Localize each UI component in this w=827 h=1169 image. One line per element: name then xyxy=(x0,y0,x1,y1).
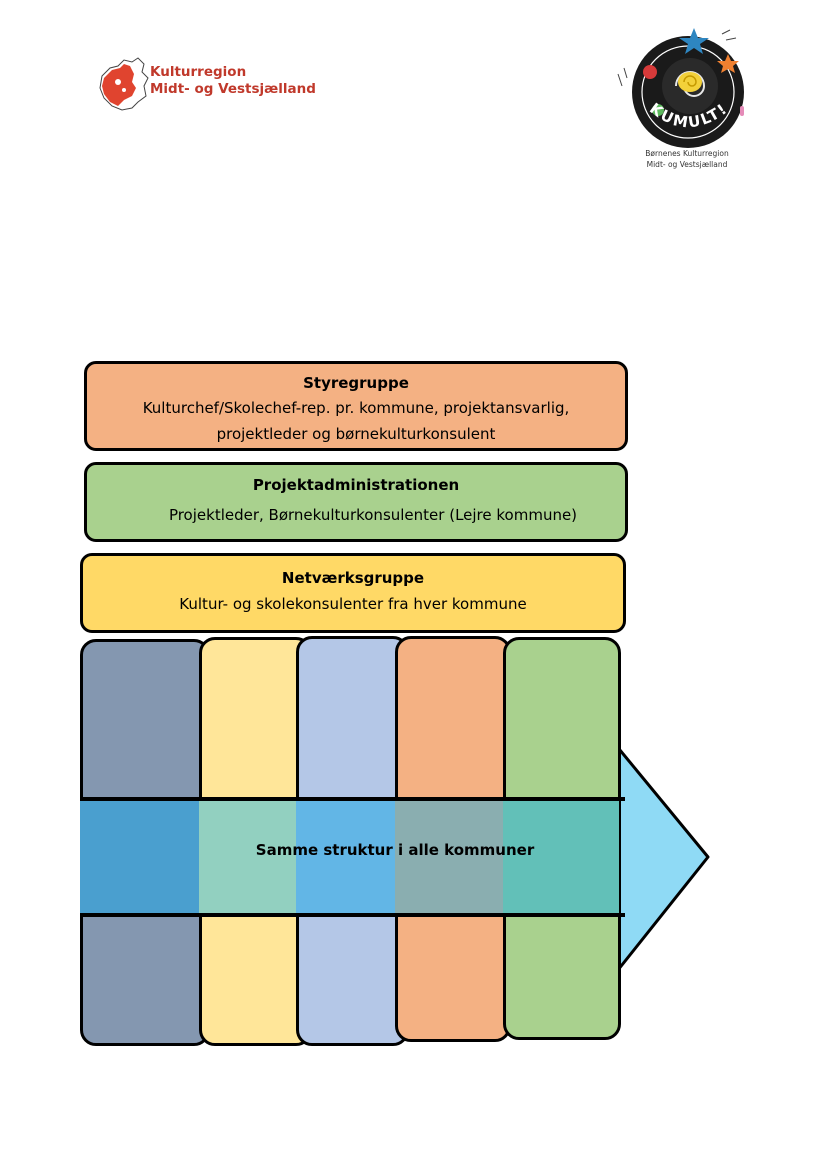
styregruppe-box: Styregruppe Kulturchef/Skolechef-rep. pr… xyxy=(84,361,628,451)
kommune-column-4 xyxy=(395,636,511,1042)
styregruppe-desc-line-1: Kulturchef/Skolechef-rep. pr. kommune, p… xyxy=(142,399,570,417)
kumult-caption-line-2: Midt- og Vestsjælland xyxy=(646,160,728,169)
kumult-emblem-icon: KUMULT! xyxy=(617,28,744,148)
kommune-column-5 xyxy=(503,637,621,1040)
region-map-icon xyxy=(99,57,149,111)
logo-line-1: Kulturregion xyxy=(150,64,247,80)
projektadministrationen-desc: Projektleder, Børnekulturkonsulenter (Le… xyxy=(168,506,578,524)
netvaerksgruppe-title: Netværksgruppe xyxy=(281,569,425,587)
projektadministrationen-box: Projektadministrationen Projektleder, Bø… xyxy=(84,462,628,542)
styregruppe-desc-line-2: projektleder og børnekulturkonsulent xyxy=(216,425,496,443)
kulturregion-logo: Kulturregion Midt- og Vestsjælland xyxy=(98,56,318,116)
band-label: Samme struktur i alle kommuner xyxy=(255,841,535,859)
projektadministrationen-title: Projektadministrationen xyxy=(252,476,460,494)
netvaerksgruppe-box: Netværksgruppe Kultur- og skolekonsulent… xyxy=(80,553,626,633)
logo-line-2: Midt- og Vestsjælland xyxy=(150,81,316,97)
netvaerksgruppe-desc: Kultur- og skolekonsulenter fra hver kom… xyxy=(179,595,527,613)
band-segment-1 xyxy=(80,801,199,913)
styregruppe-title: Styregruppe xyxy=(303,374,409,392)
kumult-logo: KUMULT! Børnenes Kulturregion Midt- og V… xyxy=(610,24,760,174)
kommune-column-1 xyxy=(80,639,210,1046)
kumult-caption-line-1: Børnenes Kulturregion xyxy=(645,149,729,158)
